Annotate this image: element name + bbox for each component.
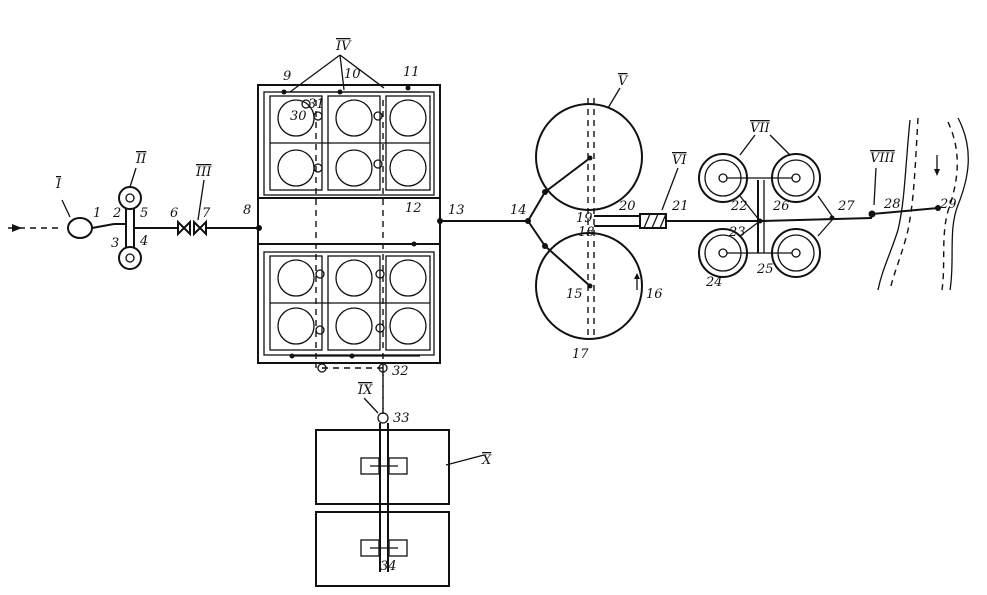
node-17: 17	[572, 347, 589, 362]
node-2: 2	[112, 206, 121, 221]
node-26: 26	[772, 199, 790, 214]
node-31: 31	[308, 97, 325, 112]
node-1: 1	[93, 206, 101, 221]
label-II: II	[135, 152, 147, 167]
node-9: 9	[283, 69, 291, 84]
node-30: 30	[290, 109, 307, 124]
node-10: 10	[344, 67, 361, 82]
discharge-outlet	[868, 167, 941, 218]
label-X: X	[481, 453, 492, 468]
label-VII: VII	[750, 121, 771, 136]
disc-filter-group	[698, 134, 873, 278]
node-12: 12	[405, 201, 422, 216]
node-14: 14	[510, 203, 527, 218]
node-11: 11	[403, 65, 420, 80]
node-24: 24	[705, 275, 723, 290]
label-III: III	[195, 165, 212, 180]
node-27: 27	[837, 199, 855, 214]
label-VIII: VIII	[870, 151, 896, 166]
node-6: 6	[170, 206, 178, 221]
node-22: 22	[730, 199, 748, 214]
clarifier-outlet-line	[440, 218, 531, 224]
node-8: 8	[243, 203, 251, 218]
node-23: 23	[728, 225, 746, 240]
label-IX: IX	[357, 383, 373, 398]
node-21: 21	[671, 199, 689, 214]
label-IV: IV	[335, 39, 352, 54]
node-34: 34	[380, 559, 397, 574]
node-32: 32	[392, 364, 409, 379]
label-VI: VI	[672, 153, 687, 168]
node-3: 3	[111, 236, 119, 251]
sludge-beds	[315, 370, 485, 587]
label-V: V	[618, 74, 629, 89]
round-tanks	[527, 87, 643, 340]
node-28: 28	[883, 197, 901, 212]
node-19: 19	[576, 211, 593, 226]
valve-unit	[177, 179, 262, 237]
node-33: 33	[393, 411, 410, 426]
node-29: 29	[939, 197, 957, 212]
node-13: 13	[448, 203, 465, 218]
pump-unit	[61, 199, 115, 239]
twin-filter-unit	[114, 167, 178, 270]
node-16: 16	[646, 287, 663, 302]
node-15: 15	[566, 287, 583, 302]
node-4: 4	[139, 234, 148, 249]
node-7: 7	[202, 206, 211, 221]
inlet-arrow	[8, 224, 60, 232]
node-5: 5	[140, 206, 148, 221]
mixer-unit	[594, 167, 760, 229]
label-I: I	[55, 177, 62, 192]
node-18: 18	[578, 225, 595, 240]
river-banks	[877, 117, 969, 291]
clarifier-block	[257, 54, 443, 415]
node-25: 25	[756, 262, 774, 277]
node-20: 20	[618, 199, 636, 214]
